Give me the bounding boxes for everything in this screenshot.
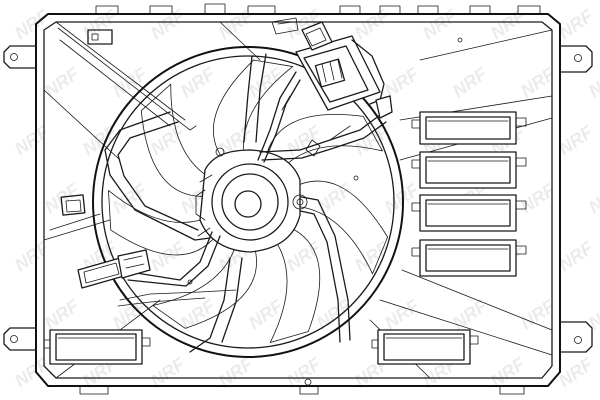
watermark-text: NRF <box>147 5 190 43</box>
watermark-text: NRF <box>41 63 84 101</box>
watermark-text: NRF <box>351 5 394 43</box>
side-clip <box>411 239 527 277</box>
watermark-text: NRF <box>11 5 54 43</box>
watermark-text: NRF <box>381 295 424 333</box>
watermark-text: NRF <box>555 353 598 391</box>
watermark-text: NRF <box>555 121 598 159</box>
fan-blade <box>152 239 257 329</box>
bottom-clip-right <box>371 329 479 365</box>
watermark-text: NRF <box>245 295 288 333</box>
plug-connector <box>77 249 151 289</box>
wiring-harness <box>117 71 387 307</box>
fan-blade <box>264 113 383 174</box>
fan-blade <box>269 224 321 343</box>
watermark-text: NRF <box>109 295 152 333</box>
watermark-text: NRF <box>381 63 424 101</box>
side-clip <box>411 151 527 189</box>
watermark-text: NRF <box>41 295 84 333</box>
watermark-text: NRF <box>313 179 356 217</box>
watermark-text: NRF <box>555 237 598 275</box>
watermark-text: NRF <box>177 63 220 101</box>
watermark-text: NRF <box>585 179 600 217</box>
watermark-text: NRF <box>449 63 492 101</box>
bottom-clip-left <box>43 329 151 365</box>
watermark-text: NRF <box>147 237 190 275</box>
fan-ring <box>92 46 404 358</box>
side-clips <box>411 111 527 277</box>
motor-hub <box>195 147 308 253</box>
watermark-text: NRF <box>517 179 560 217</box>
watermark-text: NRF <box>11 121 54 159</box>
side-clip <box>411 194 527 232</box>
motor-support-arms <box>104 53 351 353</box>
watermark-text: NRF <box>11 237 54 275</box>
watermark-text: NRF <box>585 63 600 101</box>
watermark-text: NRF <box>517 63 560 101</box>
watermark-text: NRF <box>449 295 492 333</box>
main-connector-block <box>271 17 393 119</box>
fan-blade <box>287 180 388 275</box>
fan-blade <box>140 83 217 197</box>
watermark-text: NRF <box>517 295 560 333</box>
watermark-text: NRF <box>555 5 598 43</box>
watermark-text: NRF <box>147 121 190 159</box>
side-clip <box>411 111 527 145</box>
watermark-text: NRF <box>419 5 462 43</box>
watermark-text: NRF <box>487 5 530 43</box>
watermark-text: NRF <box>79 5 122 43</box>
watermark-text: NRF <box>177 295 220 333</box>
